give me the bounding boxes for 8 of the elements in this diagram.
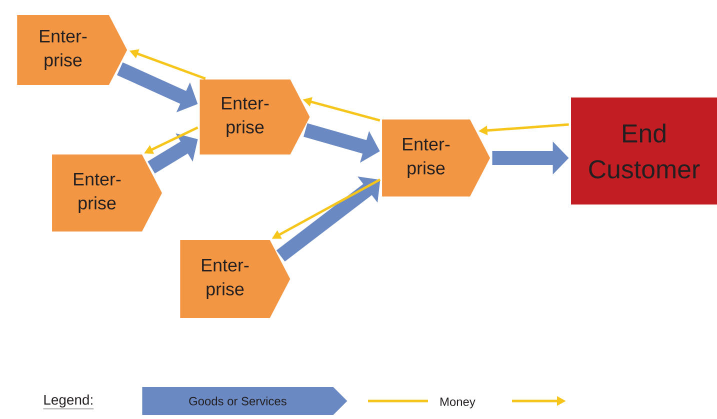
- enterprise-box: Enter- prise: [52, 154, 162, 232]
- enterprise-box: Enter- prise: [200, 80, 310, 154]
- enterprise-box: Enter- prise: [180, 240, 290, 318]
- legend-heading: Legend:: [43, 394, 94, 410]
- enterprise-box: Enter- prise: [382, 120, 490, 196]
- customer-box: End Customer: [571, 98, 717, 204]
- legend-label: Money: [440, 398, 476, 408]
- enterprise-box: Enter- prise: [17, 15, 128, 85]
